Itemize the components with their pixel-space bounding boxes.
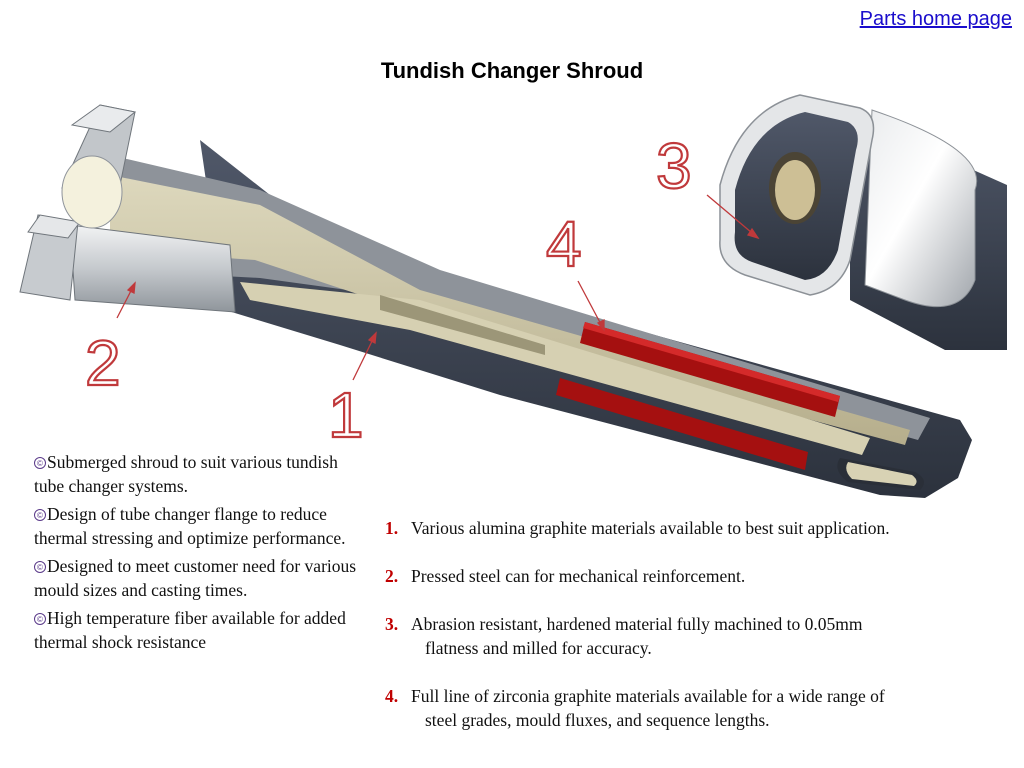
item-number: 4. bbox=[385, 686, 399, 706]
copyright-circle-icon: © bbox=[34, 561, 46, 573]
callout-2: 2 bbox=[85, 327, 121, 399]
item-number: 1. bbox=[385, 518, 399, 538]
detail-inset bbox=[719, 94, 1007, 350]
callout-4: 4 bbox=[546, 208, 582, 280]
item-number: 3. bbox=[385, 614, 399, 634]
component-item-4: 4.Full line of zirconia graphite materia… bbox=[385, 686, 885, 730]
component-list: 1.Various alumina graphite materials ava… bbox=[385, 516, 1005, 756]
steel-flange bbox=[19, 104, 236, 313]
component-item-3: 3.Abrasion resistant, hardened material … bbox=[385, 614, 863, 658]
bullet-item: ©Designed to meet customer need for vari… bbox=[34, 556, 357, 600]
component-item-1: 1.Various alumina graphite materials ava… bbox=[385, 518, 890, 538]
page-title: Tundish Changer Shroud bbox=[380, 58, 644, 83]
copyright-circle-icon: © bbox=[34, 457, 46, 469]
outlet-port bbox=[837, 458, 924, 490]
parts-home-link[interactable]: Parts home page bbox=[859, 8, 1012, 30]
callout-arrows bbox=[116, 194, 760, 381]
zirconia-band bbox=[556, 322, 840, 470]
component-item-2: 2.Pressed steel can for mechanical reinf… bbox=[385, 566, 746, 586]
item-number: 2. bbox=[385, 566, 399, 586]
copyright-circle-icon: © bbox=[34, 613, 46, 625]
bullet-item: ©Submerged shroud to suit various tundis… bbox=[34, 452, 338, 496]
feature-bullet-list: ©Submerged shroud to suit various tundis… bbox=[34, 450, 359, 658]
copyright-circle-icon: © bbox=[34, 509, 46, 521]
callout-3: 3 bbox=[656, 130, 692, 202]
bullet-item: ©Design of tube changer flange to reduce… bbox=[34, 504, 346, 548]
bullet-item: ©High temperature fiber available for ad… bbox=[34, 608, 346, 652]
callout-1: 1 bbox=[328, 379, 364, 451]
